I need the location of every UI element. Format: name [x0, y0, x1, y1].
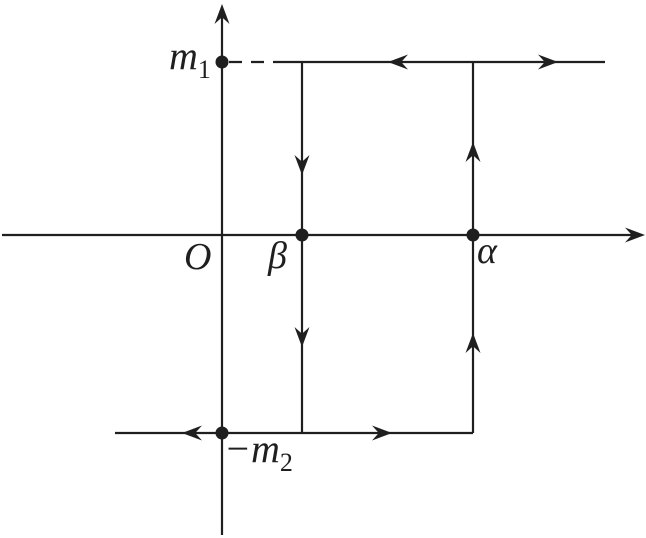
- beta-upper-down-arrowhead: [294, 155, 310, 175]
- x-axis-arrowhead: [625, 227, 645, 243]
- alpha-point: [466, 228, 480, 242]
- top-line-right-arrowhead: [538, 54, 558, 70]
- alpha-upper-up-arrowhead: [465, 142, 481, 162]
- top-line-left-arrowhead: [388, 54, 408, 70]
- m1-point: [215, 55, 229, 69]
- bottom-line-right-arrowhead: [372, 425, 392, 441]
- label-beta: β: [268, 235, 287, 277]
- label-m1-base: m: [169, 33, 198, 78]
- label-m1-subscript: 1: [197, 55, 211, 84]
- beta-lower-down-arrowhead: [294, 327, 310, 347]
- minus-m2-point: [215, 426, 229, 440]
- alpha-lower-up-arrowhead: [465, 333, 481, 353]
- label-minus-m2-subscript: 2: [279, 448, 293, 477]
- y-axis-arrowhead: [214, 4, 230, 24]
- bottom-line-left-arrowhead: [182, 425, 202, 441]
- label-alpha: α: [477, 230, 497, 272]
- label-minus-m2-base: −m: [224, 426, 280, 471]
- label-m1: m1: [169, 36, 211, 83]
- label-origin: O: [184, 236, 212, 278]
- label-minus-m2: −m2: [224, 429, 293, 476]
- beta-point: [295, 228, 309, 242]
